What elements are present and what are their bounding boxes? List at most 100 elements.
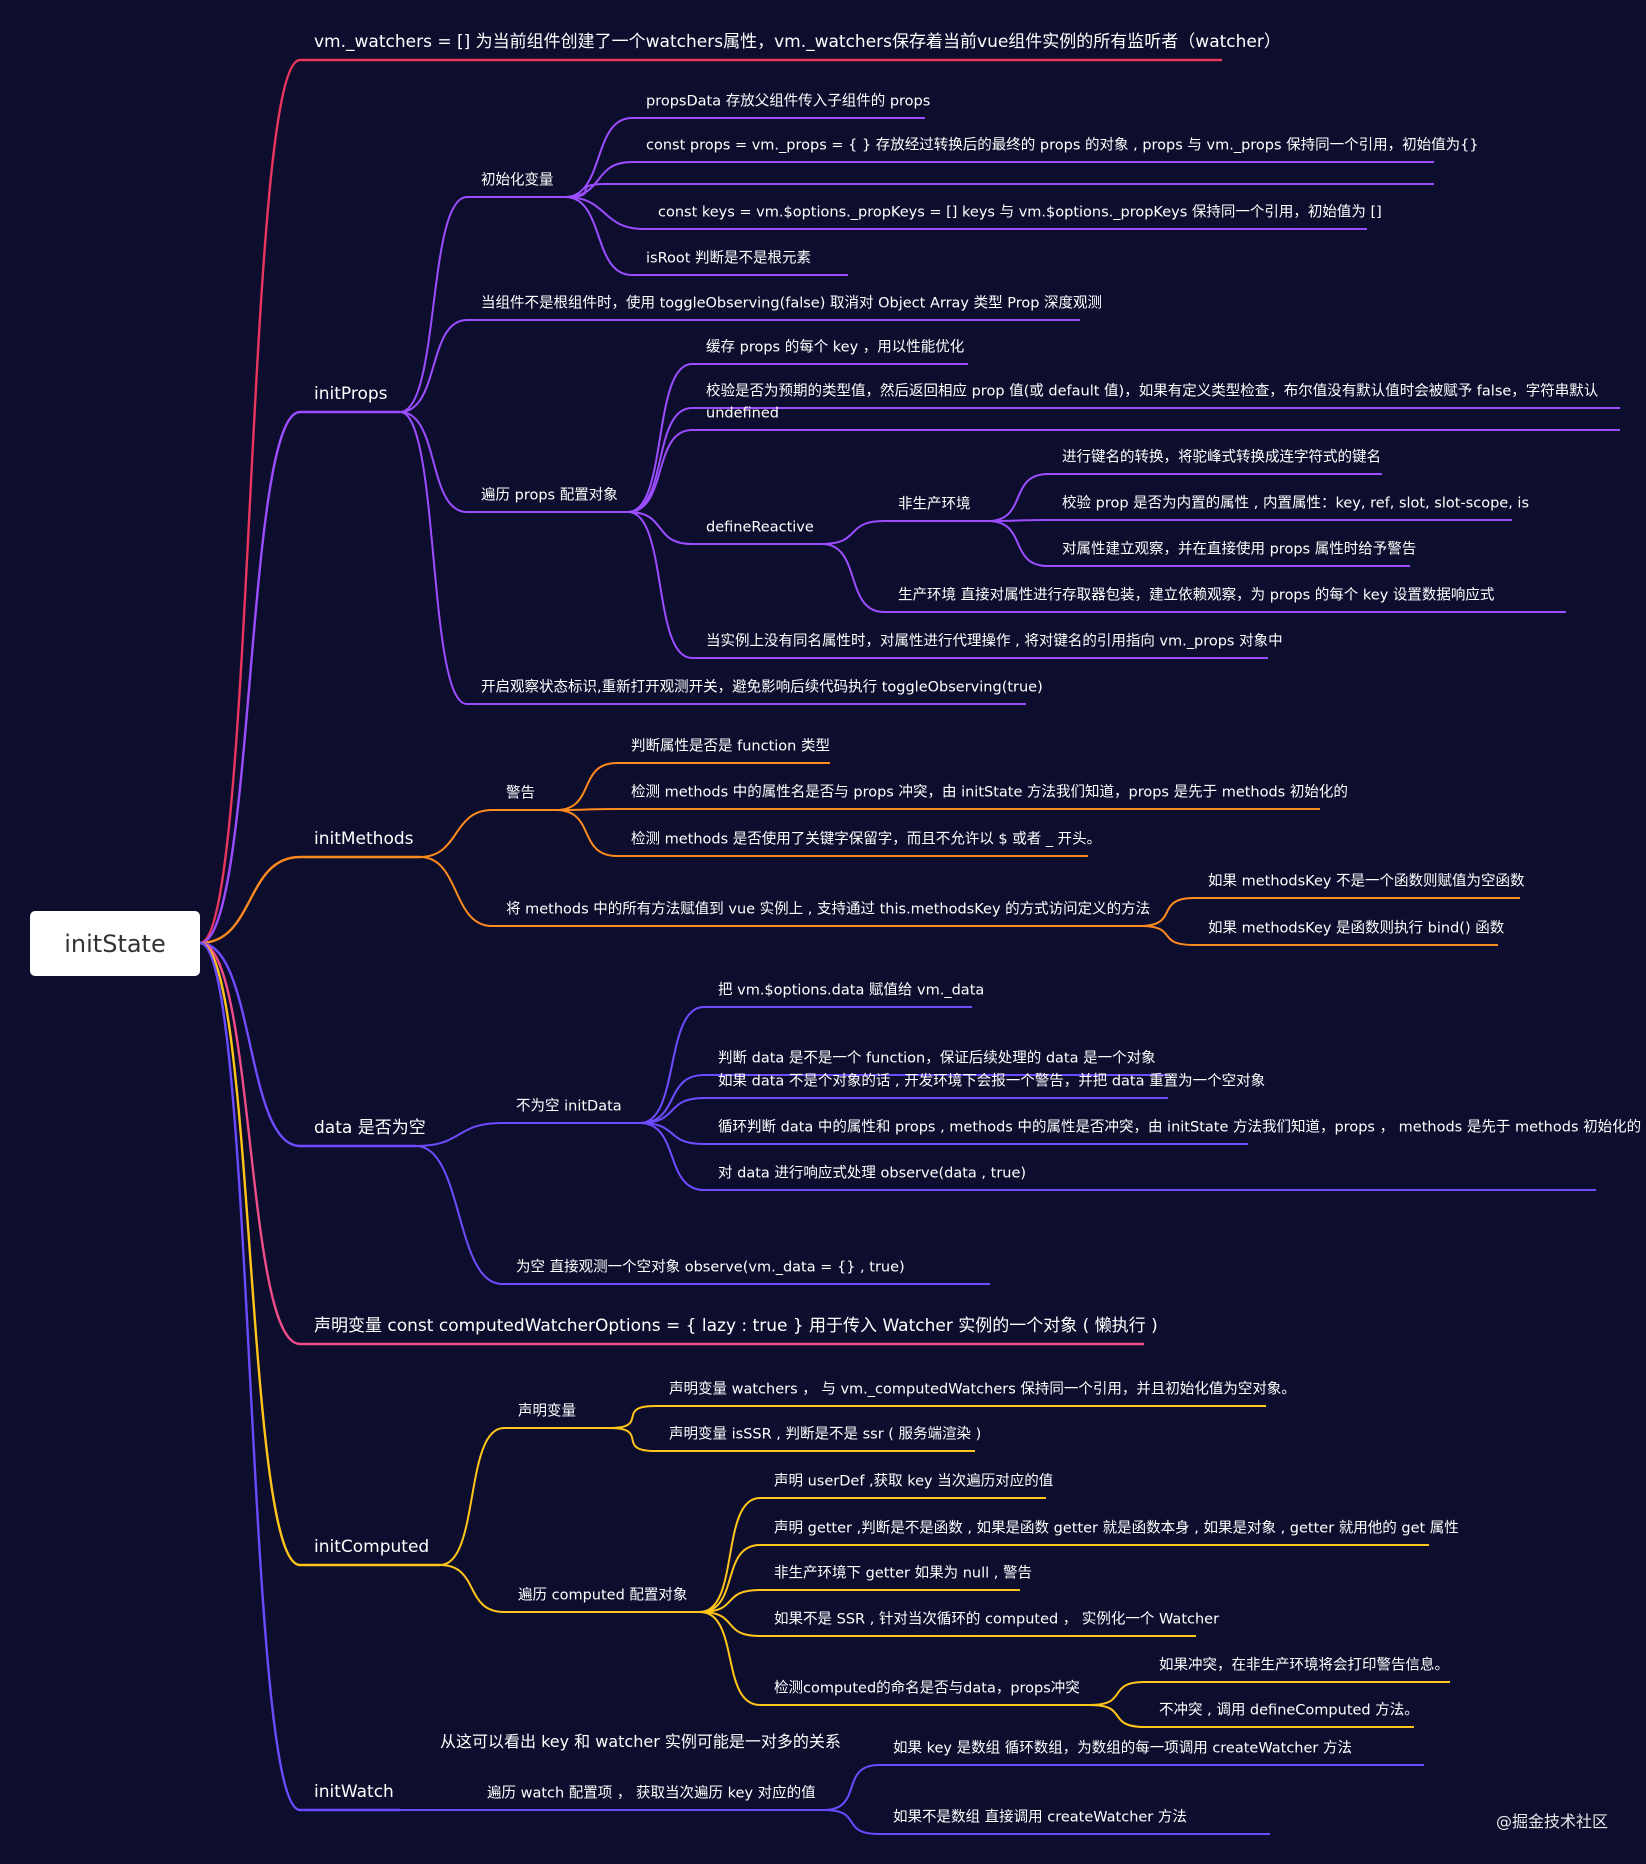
- node-label-6-0-0[interactable]: 如果 key 是数组 循环数组，为数组的每一项调用 createWatcher …: [893, 1740, 1352, 1757]
- node-label-1-2-3[interactable]: defineReactive: [706, 519, 814, 536]
- node-label-0[interactable]: vm._watchers = [] 为当前组件创建了一个watchers属性，v…: [314, 32, 1281, 52]
- node-label-1-0-3[interactable]: const keys = vm.$options._propKeys = [] …: [658, 204, 1382, 221]
- node-label-2-1[interactable]: 将 methods 中的所有方法赋值到 vue 实例上 , 支持通过 this.…: [506, 901, 1151, 918]
- node-label-1-2-0[interactable]: 缓存 props 的每个 key ，用以性能优化: [706, 339, 965, 356]
- node-label-1-2-3-1[interactable]: 生产环境 直接对属性进行存取器包装，建立依赖观察，为 props 的每个 key…: [898, 587, 1495, 604]
- branch-connector: [823, 1764, 880, 1811]
- node-label-1-2-3-0[interactable]: 非生产环境: [898, 496, 971, 513]
- node-label-1-0-0[interactable]: propsData 存放父组件传入子组件的 props: [646, 93, 931, 110]
- branch-connector: [415, 1145, 503, 1285]
- node-label-3-0-2[interactable]: 如果 data 不是个对象的话 , 开发环境下会报一个警告，并把 data 重置…: [718, 1073, 1266, 1090]
- branch-connector: [699, 1589, 761, 1613]
- node-label-1-2-3-0-2[interactable]: 对属性建立观察，并在直接使用 props 属性时给予警告: [1062, 541, 1417, 558]
- node-label-5-1[interactable]: 遍历 computed 配置对象: [518, 1587, 688, 1604]
- branch-connector: [639, 1122, 705, 1191]
- branch-connector: [564, 161, 633, 198]
- node-label-5-1-4-1[interactable]: 不冲突 , 调用 defineComputed 方法。: [1159, 1702, 1419, 1719]
- branch-connector: [609, 1405, 656, 1429]
- branch-connector: [1139, 925, 1195, 946]
- watch-note-text: 从这可以看出 key 和 watcher 实例可能是一对多的关系: [440, 1732, 841, 1751]
- node-label-1-2-1[interactable]: 校验是否为预期的类型值，然后返回相应 prop 值(或 default 值)，如…: [706, 383, 1599, 400]
- node-label-1-1[interactable]: 当组件不是根组件时，使用 toggleObserving(false) 取消对 …: [481, 295, 1103, 312]
- node-label-3-1[interactable]: 为空 直接观测一个空对象 observe(vm._data = {} , tru…: [516, 1259, 905, 1276]
- node-label-2-1-1[interactable]: 如果 methodsKey 是函数则执行 bind() 函数: [1208, 920, 1505, 937]
- branch-connector: [699, 1611, 761, 1706]
- branch-connector: [199, 410, 301, 945]
- node-label-1-2[interactable]: 遍历 props 配置对象: [481, 487, 618, 504]
- node-label-2-0[interactable]: 警告: [506, 785, 535, 802]
- branch-connector: [555, 808, 618, 811]
- branch-connector: [199, 855, 301, 945]
- node-label-1-2-3-0-1[interactable]: 校验 prop 是否为内置的属性 , 内置属性：key, ref, slot, …: [1062, 495, 1530, 512]
- branch-connector: [564, 196, 633, 276]
- node-label-4[interactable]: 声明变量 const computedWatcherOptions = { la…: [314, 1316, 1158, 1336]
- node-label-5-1-1[interactable]: 声明 getter ,判断是不是函数 , 如果是函数 getter 就是函数本身…: [774, 1520, 1459, 1537]
- node-label-6[interactable]: initWatch: [314, 1782, 394, 1802]
- node-label-5-0-1[interactable]: 声明变量 isSSR , 判断是不是 ssr ( 服务端渲染 ): [669, 1426, 982, 1443]
- root-node[interactable]: initState: [30, 911, 200, 976]
- branch-connector: [699, 1611, 761, 1637]
- branch-connector: [1089, 1704, 1146, 1728]
- node-label-3-0[interactable]: 不为空 initData: [516, 1098, 622, 1115]
- branch-connector: [639, 1122, 705, 1145]
- branch-connector: [639, 1006, 705, 1124]
- branch-connector: [439, 1564, 505, 1613]
- branch-connector: [399, 319, 468, 413]
- node-label-1[interactable]: initProps: [314, 384, 388, 404]
- node-label-1-2-3-0-0[interactable]: 进行键名的转换，将驼峰式转换成连字符式的键名: [1062, 449, 1381, 466]
- branch-connector: [564, 196, 645, 230]
- branch-connector: [821, 543, 885, 613]
- node-label-1-0-4[interactable]: isRoot 判断是不是根元素: [646, 250, 812, 267]
- branch-connector: [987, 473, 1049, 522]
- branch-connector: [627, 429, 693, 513]
- node-label-5-1-4[interactable]: 检测computed的命名是否与data，props冲突: [774, 1680, 1080, 1697]
- node-label-3-0-0[interactable]: 把 vm.$options.data 赋值给 vm._data: [718, 982, 985, 999]
- node-label-5-1-4-0[interactable]: 如果冲突，在非生产环境将会打印警告信息。: [1159, 1657, 1449, 1674]
- node-label-2-1-0[interactable]: 如果 methodsKey 不是一个函数则赋值为空函数: [1208, 873, 1525, 890]
- branch-connector: [823, 1809, 880, 1835]
- node-label-5[interactable]: initComputed: [314, 1537, 430, 1557]
- branch-connector: [1139, 897, 1195, 927]
- node-label-3-0-1[interactable]: 判断 data 是不是一个 function，保证后续处理的 data 是一个对…: [718, 1050, 1156, 1067]
- node-label-5-0-0[interactable]: 声明变量 watchers ， 与 vm._computedWatchers 保…: [669, 1381, 1296, 1398]
- node-label-3[interactable]: data 是否为空: [314, 1118, 426, 1138]
- node-label-1-0[interactable]: 初始化变量: [481, 172, 554, 189]
- node-label-1-2-2[interactable]: undefined: [706, 405, 779, 422]
- branch-connector: [564, 117, 633, 198]
- branch-connector: [564, 183, 607, 198]
- node-label-1-3[interactable]: 开启观察状态标识,重新打开观测开关，避免影响后续代码执行 toggleObser…: [481, 679, 1043, 696]
- node-label-2-0-0[interactable]: 判断属性是否是 function 类型: [631, 738, 830, 755]
- node-label-6-0[interactable]: 遍历 watch 配置项 ， 获取当次遍历 key 对应的值: [487, 1785, 816, 1802]
- node-label-5-0[interactable]: 声明变量: [518, 1403, 576, 1420]
- branch-connector: [199, 58, 301, 945]
- node-label-6-0-1[interactable]: 如果不是数组 直接调用 createWatcher 方法: [893, 1809, 1187, 1826]
- branch-connector: [627, 363, 693, 513]
- node-label-1-2-4[interactable]: 当实例上没有同名属性时，对属性进行代理操作 , 将对键名的引用指向 vm._pr…: [706, 633, 1283, 650]
- node-label-3-0-4[interactable]: 对 data 进行响应式处理 observe(data , true): [718, 1165, 1027, 1182]
- node-label-5-1-3[interactable]: 如果不是 SSR , 针对当次循环的 computed ， 实例化一个 Watc…: [774, 1611, 1220, 1628]
- branch-connector: [399, 411, 468, 705]
- node-label-2-0-1[interactable]: 检测 methods 中的属性名是否与 props 冲突，由 initState…: [631, 784, 1348, 801]
- node-label-2-0-2[interactable]: 检测 methods 是否使用了关键字保留字，而且不允许以 $ 或者 _ 开头。: [631, 831, 1102, 848]
- branch-connector: [439, 1427, 505, 1566]
- node-label-5-1-0[interactable]: 声明 userDef ,获取 key 当次遍历对应的值: [774, 1473, 1054, 1490]
- branch-connector: [199, 941, 301, 1148]
- root-node-label: initState: [64, 929, 166, 958]
- node-label-2[interactable]: initMethods: [314, 829, 414, 849]
- node-label-5-1-2[interactable]: 非生产环境下 getter 如果为 null , 警告: [774, 1565, 1032, 1582]
- node-label-1-0-1[interactable]: const props = vm._props = { } 存放经过转换后的最终…: [646, 137, 1479, 154]
- branch-connector: [627, 407, 693, 513]
- branch-connector: [199, 941, 301, 1567]
- branch-connector: [419, 856, 493, 927]
- branch-connector: [555, 762, 618, 811]
- branch-connector: [639, 1097, 705, 1124]
- branch-connector: [199, 941, 301, 1812]
- branch-connector: [627, 511, 693, 659]
- branch-connector: [399, 196, 468, 413]
- branch-connector: [987, 520, 1049, 567]
- branch-connector: [419, 809, 493, 858]
- node-label-3-0-3[interactable]: 循环判断 data 中的属性和 props , methods 中的属性是否冲突…: [718, 1119, 1642, 1136]
- branch-connector: [555, 809, 618, 857]
